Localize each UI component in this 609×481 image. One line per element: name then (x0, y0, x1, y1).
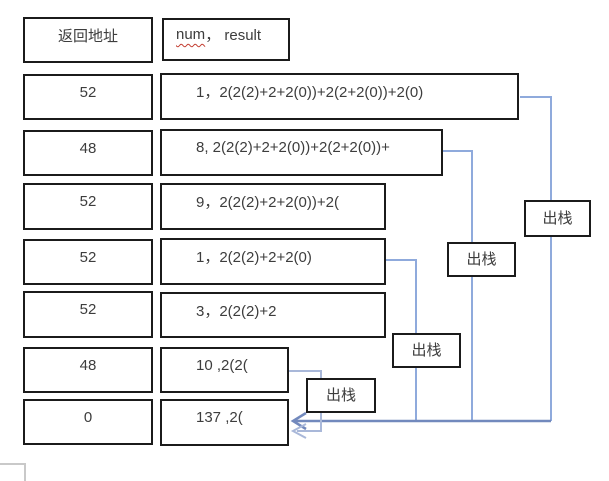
left-header-label: 返回地址 (57, 27, 118, 45)
stack-row-addr-4: 52 (23, 239, 153, 285)
stack-row-state-2: 8, 2(2(2)+2+2(0))+2(2+2(0))+ (160, 129, 443, 176)
pop-label: 出栈 (542, 210, 573, 227)
addr-value: 52 (79, 248, 97, 266)
addr-value: 52 (79, 83, 97, 101)
addr-value: 52 (79, 301, 97, 318)
stack-row-addr-2: 48 (23, 130, 153, 176)
state-value: 8, 2(2(2)+2+2(0))+2(2+2(0))+ (196, 139, 390, 156)
stack-row-addr-6: 48 (23, 347, 153, 393)
pop-label: 出栈 (466, 251, 497, 268)
state-value: 1，2(2(2)+2+2(0) (196, 249, 312, 266)
stack-row-state-1: 1，2(2(2)+2+2(0))+2(2+2(0))+2(0) (160, 73, 519, 120)
stack-row-addr-5: 52 (23, 291, 153, 338)
pop-label: 出栈 (325, 387, 356, 404)
pop-label-box-2: 出栈 (447, 242, 516, 277)
right-header-result-label: ， result (205, 27, 262, 44)
stack-row-addr-7: 0 (23, 399, 153, 445)
pop-label: 出栈 (411, 342, 442, 359)
addr-value: 48 (79, 139, 97, 157)
addr-value: 0 (83, 408, 93, 426)
addr-value: 48 (79, 356, 97, 374)
stack-row-state-6: 10 ,2(2( (160, 347, 289, 393)
connector-row2 (443, 150, 473, 421)
pop-label-box-4: 出栈 (306, 378, 376, 413)
connector-row1 (520, 96, 552, 421)
state-value: 3，2(2(2)+2 (196, 302, 277, 320)
stack-row-addr-1: 52 (23, 74, 153, 120)
right-header-box: num， result (162, 18, 290, 61)
stack-row-state-3: 9，2(2(2)+2+2(0))+2( (160, 183, 386, 230)
partial-shape-bottom-left (0, 463, 26, 481)
stack-row-state-4: 1，2(2(2)+2+2(0) (160, 238, 386, 285)
pop-label-box-1: 出栈 (524, 200, 591, 237)
pop-label-box-3: 出栈 (392, 333, 461, 368)
state-value: 9，2(2(2)+2+2(0))+2( (196, 194, 339, 211)
state-value: 1，2(2(2)+2+2(0))+2(2+2(0))+2(0) (196, 84, 424, 101)
stack-row-state-7: 137 ,2( (160, 399, 289, 446)
right-header-num-label: num (176, 26, 206, 43)
addr-value: 52 (79, 193, 97, 210)
stack-row-state-5: 3，2(2(2)+2 (160, 292, 386, 338)
arrowhead-light-icon (290, 423, 307, 439)
arrowhead-dark-icon (290, 411, 307, 431)
left-header-box: 返回地址 (23, 17, 153, 63)
state-value: 137 ,2( (196, 409, 243, 426)
state-value: 10 ,2(2( (196, 356, 248, 374)
stack-row-addr-3: 52 (23, 183, 153, 230)
